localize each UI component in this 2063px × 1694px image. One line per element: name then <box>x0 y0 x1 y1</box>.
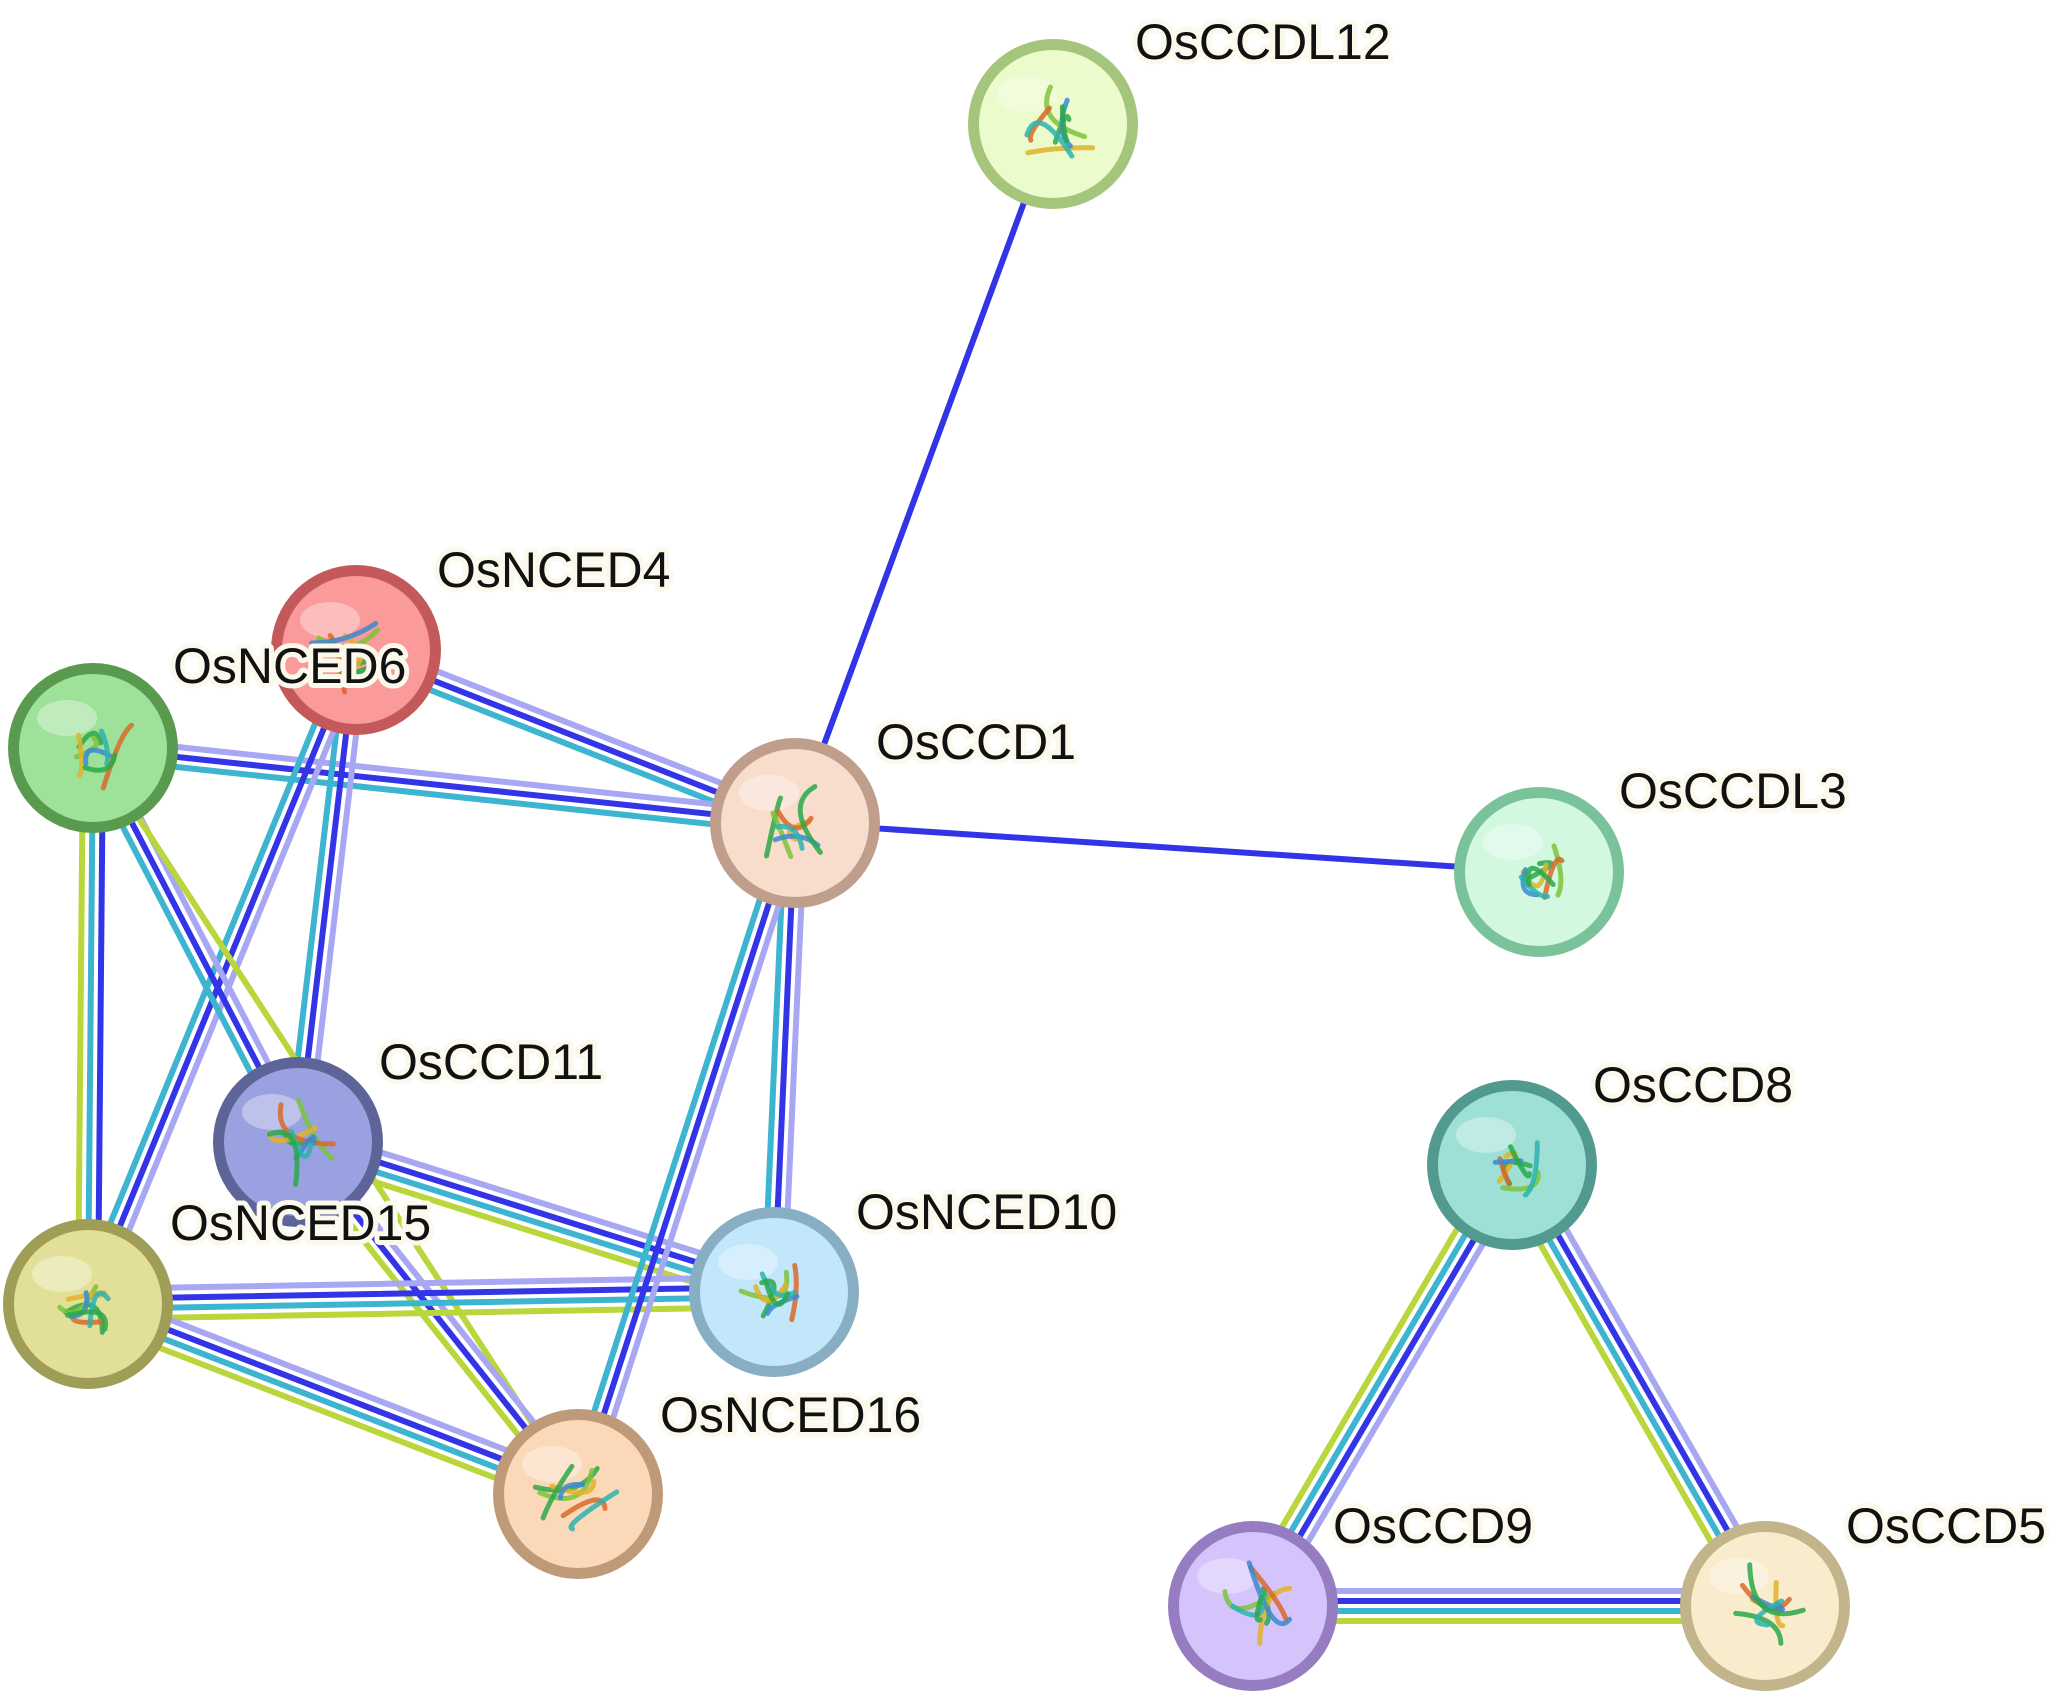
node-OsNCED4[interactable] <box>271 565 441 735</box>
edge-line-light_purple <box>94 650 369 1311</box>
edge-OsCCD9-OsCCD5 <box>1250 1588 1768 1624</box>
edge-line-dark_blue <box>1254 1164 1520 1612</box>
edge-line-light_purple <box>1262 1169 1528 1617</box>
protein-structure-icon <box>309 620 393 695</box>
edge-OsCCD1-OsCCDL3 <box>792 820 1542 875</box>
edge-line-light_purple <box>90 1287 587 1484</box>
edge-line-dark_blue <box>792 820 1542 875</box>
node-label-OsCCD9: OsCCD9 <box>1333 1498 1533 1554</box>
edge-line-dark_blue <box>84 1284 777 1303</box>
protein-structure-icon <box>764 784 823 859</box>
node-label-OsCCD8: OsCCD8 <box>1593 1057 1793 1113</box>
protein-structure-icon <box>1492 1140 1541 1198</box>
edge-line-light_purple <box>1522 1154 1782 1602</box>
node-label-OsCCDL3: OsCCDL3 <box>1619 763 1847 819</box>
protein-structure-icon <box>1024 84 1096 159</box>
node-label-OsNCED10: OsNCED10 <box>856 1184 1117 1240</box>
edge-line-cyan <box>83 1305 580 1502</box>
edge-line-dark_blue <box>90 745 798 826</box>
edge-line-light_purple <box>584 823 808 1501</box>
node-OsCCD5[interactable] <box>1680 1521 1850 1691</box>
node-fill <box>979 50 1127 198</box>
edge-line-yellow_green <box>75 744 87 1307</box>
node-OsCCDL3[interactable] <box>1454 787 1624 957</box>
edge-line-yellow_green <box>79 1314 576 1511</box>
edge-line-cyan <box>85 745 96 1307</box>
edge-line-dark_blue <box>792 121 1056 826</box>
edge-line-dark_blue <box>575 820 798 1497</box>
node-OsNCED6[interactable] <box>8 663 178 833</box>
edge-line-cyan <box>565 816 789 1494</box>
node-layer <box>3 39 1850 1691</box>
node-label-OsNCED4: OsNCED4 <box>437 542 670 598</box>
node-OsNCED10[interactable] <box>689 1207 859 1377</box>
node-label-OsNCED6: OsNCED6 <box>173 638 406 694</box>
node-OsCCD8[interactable] <box>1427 1080 1597 1250</box>
protein-structure-icon <box>266 1098 336 1187</box>
protein-structure-icon <box>1518 843 1565 900</box>
edge-line-yellow_green <box>1495 1169 1755 1617</box>
protein-structure-icon <box>1733 1562 1806 1646</box>
edge-OsCCD8-OsCCD9 <box>1237 1154 1528 1617</box>
node-OsNCED15[interactable] <box>3 1219 173 1389</box>
edge-OsCCDL12-OsCCD1 <box>792 121 1056 826</box>
node-OsNCED16[interactable] <box>493 1409 663 1579</box>
edge-OsCCD1-OsNCED16 <box>565 816 808 1501</box>
node-OsCCDL12[interactable] <box>968 39 1138 209</box>
edge-line-cyan <box>85 1293 778 1312</box>
protein-structure-icon <box>738 1262 800 1323</box>
node-label-OsCCD1: OsCCD1 <box>876 714 1076 770</box>
edge-line-dark_blue <box>86 1296 583 1493</box>
edge-OsNCED15-OsNCED10 <box>84 1274 778 1322</box>
node-fill <box>721 749 869 897</box>
edge-line-yellow_green <box>1237 1154 1503 1602</box>
node-label-OsCCD5: OsCCD5 <box>1846 1498 2046 1554</box>
edge-line-cyan <box>88 754 797 836</box>
protein-structure-icon <box>532 1463 620 1532</box>
edge-line-yellow_green <box>85 1303 778 1322</box>
node-label-OsCCD11: OsCCD11 <box>379 1034 603 1090</box>
node-label-OsNCED15: OsNCED15 <box>170 1195 431 1251</box>
edge-OsNCED6-OsCCD1 <box>88 735 800 836</box>
protein-structure-icon <box>1222 1560 1293 1646</box>
node-label-OsNCED16: OsNCED16 <box>660 1387 921 1443</box>
node-OsCCD1[interactable] <box>710 738 880 908</box>
node-label-OsCCDL12: OsCCDL12 <box>1135 14 1391 70</box>
protein-structure-icon <box>73 722 134 791</box>
protein-structure-icon <box>57 1284 111 1335</box>
edge-line-dark_blue <box>94 745 106 1308</box>
edge-OsNCED15-OsNCED16 <box>79 1287 587 1511</box>
edge-line-cyan <box>1245 1159 1511 1607</box>
edge-line-light_purple <box>91 735 800 817</box>
node-OsCCD9[interactable] <box>1168 1521 1338 1691</box>
edge-OsNCED6-OsNCED15 <box>75 744 106 1308</box>
node-OsCCD11[interactable] <box>213 1057 383 1227</box>
label-layer: OsCCDL12OsNCED4OsNCED6OsCCD1OsCCDL3OsCCD… <box>165 9 2051 1559</box>
